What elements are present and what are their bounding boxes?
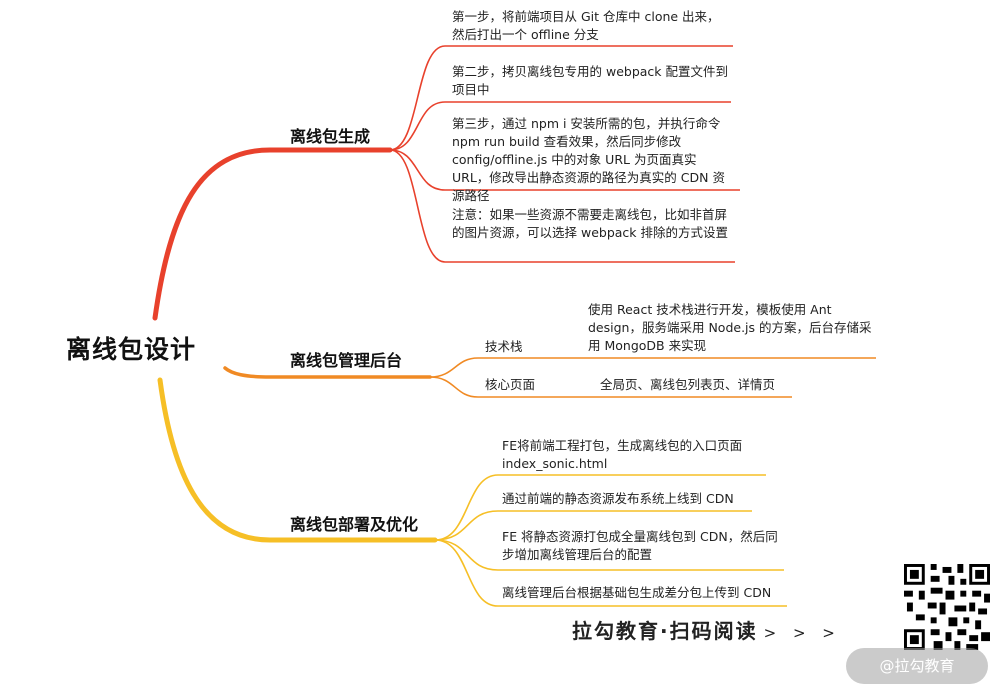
leaf-note: 注意：如果一些资源不需要走离线包，比如非首屏的图片资源，可以选择 webpack… [452, 207, 729, 240]
b2-link-child-2 [429, 376, 590, 398]
b1-link-leaf-3 [389, 149, 740, 191]
b1-link-leaf-2 [389, 101, 731, 151]
b3-link-leaf-3 [434, 539, 784, 571]
b3-link-leaf-1 [434, 474, 766, 541]
branch-deploy-and-optimize: 离线包部署及优化 [290, 515, 419, 534]
leaf-step-2: 第二步，拷贝离线包专用的 webpack 配置文件到项目中 [452, 64, 729, 97]
child-core-pages-value: 全局页、离线包列表页、详情页 [600, 377, 776, 392]
b2-link-child-1 [429, 357, 876, 378]
child-core-pages-label: 核心页面 [485, 377, 536, 392]
watermark-lagou: @拉勾教育 [846, 648, 988, 684]
footer-arrows: > > > [763, 624, 841, 642]
branch-offline-package-generation: 离线包生成 [290, 127, 371, 146]
leaf-deploy-1: FE将前端工程打包，生成离线包的入口页面 index_sonic.html [502, 438, 743, 471]
b3-link-leaf-2 [434, 510, 752, 541]
b3-link-leaf-4 [434, 539, 787, 607]
leaf-deploy-2: 通过前端的静态资源发布系统上线到 CDN [502, 491, 734, 506]
leaf-deploy-4: 离线管理后台根据基础包生成差分包上传到 CDN [502, 585, 772, 600]
b1-link-leaf-1 [389, 45, 733, 151]
root-link-branch-1 [152, 147, 393, 321]
leaf-deploy-3: FE 将静态资源打包成全量离线包到 CDN，然后同步增加离线管理后台的配置 [502, 529, 778, 562]
child-tech-stack-label: 技术栈 [485, 339, 523, 354]
root-link-branch-3 [157, 377, 438, 543]
leaf-step-3: 第三步，通过 npm i 安装所需的包，并执行命令 npm run build … [452, 116, 725, 203]
child-tech-stack-value: 使用 React 技术栈进行开发，模板使用 Ant design，服务端采用 N… [588, 302, 872, 353]
root-node: 离线包设计 [66, 335, 197, 364]
qr-code-icon[interactable] [904, 564, 990, 650]
footer-scan-to-read: 拉勾教育·扫码阅读 > > > [572, 615, 841, 644]
footer-text: 拉勾教育·扫码阅读 [572, 619, 758, 643]
root-link-branch-2 [223, 366, 432, 379]
branch-offline-admin-backend: 离线包管理后台 [290, 351, 403, 370]
b1-link-leaf-4 [389, 149, 735, 263]
leaf-step-1: 第一步，将前端项目从 Git 仓库中 clone 出来，然后打出一个 offli… [452, 9, 720, 42]
